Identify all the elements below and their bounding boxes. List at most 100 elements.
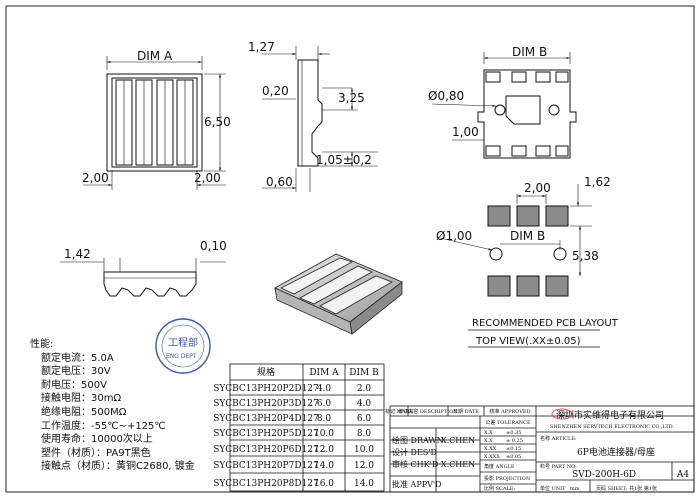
notes-line: 塑件（材质）：PA9T黑色 — [41, 447, 151, 459]
tb-drawn-by: X.CHEN — [441, 436, 475, 445]
tb-tol-value: ±0.05 — [506, 454, 521, 460]
tb-tol-key: X.X — [484, 430, 493, 436]
spec-part-no: SYCBC13PH20P2D127 — [213, 384, 319, 394]
bottom-hole-dim: Ø0,80 — [428, 89, 464, 103]
pcb-view-label: TOP VIEW(.XX±0.05) — [475, 336, 581, 347]
notes-line: 工作温度：-55℃~+125℃ — [41, 420, 166, 432]
spec-header: DIM B — [349, 368, 379, 378]
pcb-dim-b: DIM B — [510, 229, 545, 243]
tb-tolerance-label: 公差 TOLERANCE — [485, 419, 531, 426]
tb-header: 修订内容 DESCRIPTION — [398, 408, 458, 415]
spec-part-no: SYCBC13PH20P3D127 — [213, 399, 319, 409]
tb-header: 日期 DATE — [453, 409, 479, 415]
spec-dim-value: 12.0 — [314, 445, 334, 455]
side-view — [262, 46, 378, 192]
side-r1-dim: 0,20 — [262, 84, 289, 98]
tb-part-label: 料号 PART NO: — [540, 463, 577, 470]
spec-table — [229, 363, 385, 492]
lower-side-dim-a: 1,42 — [64, 247, 91, 261]
tb-unit: mm — [570, 486, 580, 492]
notes-line: 绝缘电阻：500MΩ — [41, 406, 127, 418]
company-logo-text: SVD — [556, 412, 567, 418]
pcb-layout-label: RECOMMENDED PCB LAYOUT — [472, 318, 619, 329]
spec-part-no: SYCBC13PH20P7D127 — [213, 461, 319, 471]
spec-dim-value: 6.0 — [357, 414, 372, 424]
notes-title: 性能: — [30, 339, 54, 350]
tb-tol-key: X.X — [484, 438, 493, 444]
pcb-length-dim: 5,38 — [572, 249, 599, 263]
spec-part-no: SYCBC13PH20P6D127 — [213, 445, 319, 455]
isometric-view — [274, 253, 403, 335]
tb-tol-value: ± 0.25 — [506, 438, 523, 444]
spec-dim-value: 6.0 — [317, 399, 332, 409]
spec-dim-value: 4.0 — [317, 384, 332, 394]
spec-dim-value: 10.0 — [354, 445, 374, 455]
tb-tol-key: X.XX — [484, 446, 497, 452]
pcb-height-dim: 1,62 — [584, 175, 611, 189]
spec-part-no: SYCBC13PH20P4D127 — [213, 414, 319, 424]
stamp-sub: ENG DEPT — [166, 353, 197, 360]
front-left-dim: 2,00 — [82, 171, 109, 185]
tb-header: 标记 MARK — [385, 408, 413, 415]
tb-header: 核准 APPROVED — [490, 408, 531, 415]
notes-line: 接触点（材质）：黄铜C2680, 镀金 — [41, 461, 195, 473]
title-block — [389, 405, 695, 493]
side-top-dim: 1,27 — [248, 40, 275, 54]
side-bottom-dim: 0,60 — [266, 175, 293, 189]
tb-tol-value: ±0.15 — [506, 446, 521, 452]
tb-checked-by: X.CHEN — [441, 460, 475, 469]
notes-line: 额定电压：30V — [41, 366, 111, 378]
drawing-border — [5, 5, 695, 493]
notes-line: 耐电压：500V — [41, 379, 107, 391]
notes-line: 接触电阻：30mΩ — [41, 393, 122, 405]
spec-dim-value: 8.0 — [317, 414, 332, 424]
spec-dim-value: 14.0 — [314, 461, 334, 471]
tb-company-cn: 深圳市实维得电子有限公司 — [556, 409, 664, 421]
lower-side-dim-b: 0,10 — [200, 239, 227, 253]
tb-role: 审核 CHK'D — [392, 459, 438, 469]
bottom-dim-b: DIM B — [512, 45, 547, 59]
tb-angle: 角度 ANGLE — [484, 463, 515, 470]
tb-tol-value: ±0.35 — [506, 430, 521, 436]
spec-dim-value: 2.0 — [357, 384, 372, 394]
tb-company-en: SHENZHEN SERVTECH ELECTRONIC CO.,LTD. — [550, 424, 675, 430]
tb-projection: 投影 PROJECTION — [484, 475, 531, 482]
tb-size: A4 — [676, 470, 689, 480]
approval-stamp: 工程部 ENG DEPT — [155, 318, 211, 374]
spec-dim-value: 4.0 — [357, 399, 372, 409]
notes-line: 使用寿命：10000次以上 — [41, 434, 153, 446]
front-dim-a: DIM A — [137, 49, 173, 63]
spec-part-no: SYCBC13PH20P5D127 — [213, 429, 319, 439]
tb-product-label: 名称 ARTICLE: — [540, 435, 577, 442]
spec-dim-value: 12.0 — [354, 461, 374, 471]
spec-header: 规格 — [257, 366, 275, 378]
tb-role: 设计 DES'D — [392, 447, 437, 457]
notes-line: 额定电流：5.0A — [41, 352, 114, 364]
spec-dim-value: 8.0 — [357, 429, 372, 439]
lower-side-view — [60, 258, 226, 297]
tb-part-no: SVD-200H-6D — [572, 470, 636, 480]
company-logo — [551, 408, 573, 420]
tb-product-name: 6P电池连接器/母座 — [577, 446, 655, 458]
bottom-width-dim: 1,00 — [452, 125, 479, 139]
spec-dim-value: 14.0 — [354, 479, 374, 489]
front-height-dim: 6,50 — [204, 115, 231, 129]
tb-sheet: 页码 SHEET: 共1张 第1张 — [596, 485, 657, 492]
pcb-hole-dim: Ø1,00 — [436, 229, 472, 243]
spec-part-no: SYCBC13PH20P8D127 — [213, 479, 319, 489]
pcb-width-dim: 2,00 — [524, 181, 551, 195]
spec-dim-value: 16.0 — [314, 479, 334, 489]
side-r2-dim: 3,25 — [338, 91, 365, 105]
spec-dim-value: 10.0 — [314, 429, 334, 439]
front-right-dim: 2,00 — [194, 171, 221, 185]
tb-role: 绘图 DRAWN — [392, 435, 444, 445]
bottom-view — [431, 52, 577, 159]
tb-unit-label: 单位 UNIT — [540, 485, 566, 492]
stamp-text: 工程部 — [168, 336, 198, 349]
side-r3-dim: 1,05±0,2 — [316, 153, 372, 167]
pcb-layout — [439, 184, 600, 348]
